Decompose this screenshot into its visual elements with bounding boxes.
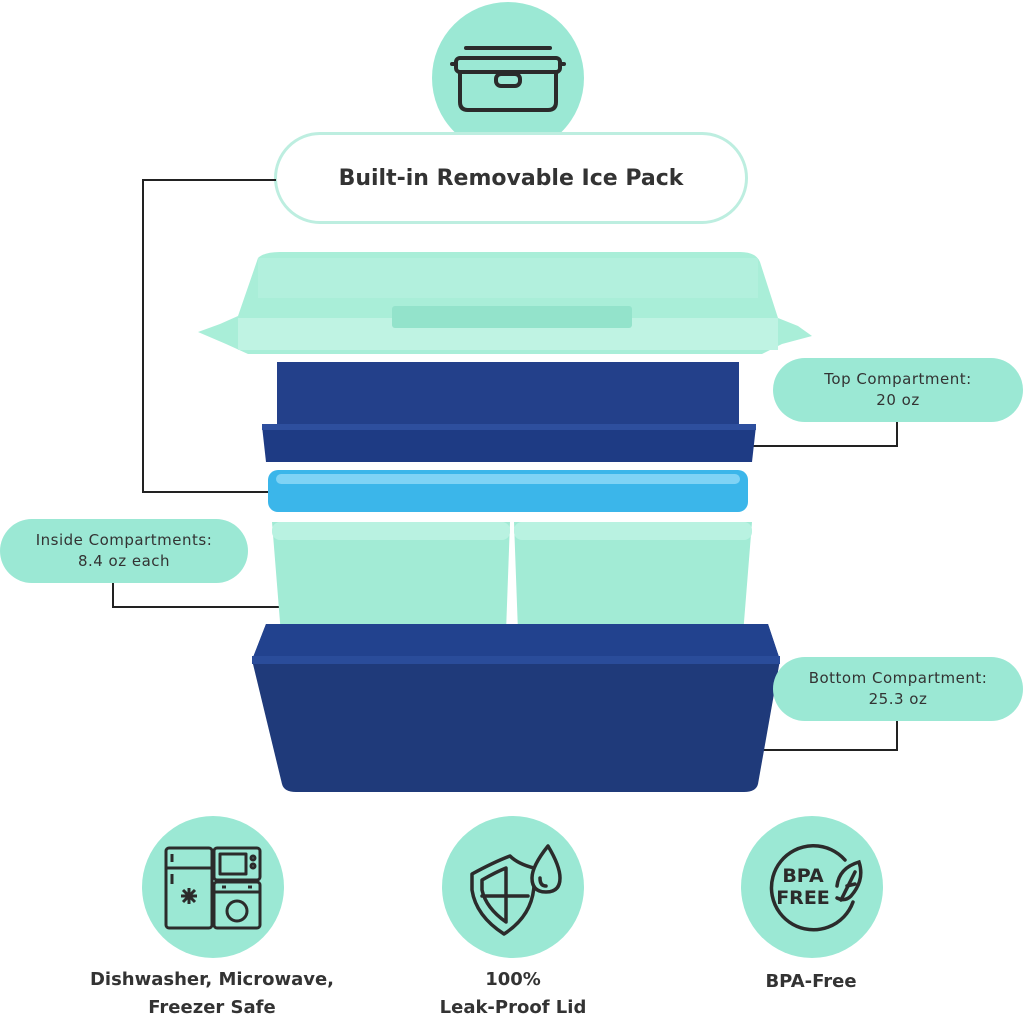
inside-compartments-title: Inside Compartments: [35, 531, 213, 549]
appliances-caption-line1: Dishwasher, Microwave, [89, 969, 335, 990]
bottom-compartment-title: Bottom Compartment: [808, 669, 988, 687]
ice-pack-headline: Built-in Removable Ice Pack [274, 132, 748, 224]
appliances-caption: Dishwasher, Microwave, Freezer Safe [62, 966, 362, 1022]
appliances-icon [164, 846, 262, 930]
appliances-caption-line2: Freezer Safe [148, 997, 276, 1018]
leak-proof-caption-line2: Leak-Proof Lid [439, 997, 587, 1018]
leak-proof-caption: 100% Leak-Proof Lid [383, 966, 643, 1022]
bpa-free-caption-line1: BPA-Free [765, 971, 857, 992]
lid [198, 252, 812, 354]
bpa-free-icon: BPA FREE [769, 844, 863, 932]
bpa-free-caption: BPA-Free [711, 968, 911, 996]
top-compartment-tray [262, 362, 756, 462]
appliances-badge [142, 816, 284, 958]
inside-compartments-capacity: 8.4 oz each [77, 552, 171, 570]
inside-compartments-callout: Inside Compartments: 8.4 oz each [0, 519, 248, 583]
bpa-free-badge: BPA FREE [741, 816, 883, 958]
shield-drop-icon [470, 844, 562, 936]
ice-pack-headline-text: Built-in Removable Ice Pack [338, 165, 684, 191]
top-compartment-title: Top Compartment: [824, 370, 972, 388]
ice-pack [268, 470, 748, 512]
bpa-badge-text-2: FREE [776, 887, 830, 909]
leak-proof-badge [442, 816, 584, 958]
bottom-compartment-callout: Bottom Compartment: 25.3 oz [773, 657, 1023, 721]
bottom-compartment-tray [252, 624, 780, 792]
lunchbox-icon [450, 46, 566, 112]
top-compartment-capacity: 20 oz [876, 391, 920, 409]
bpa-badge-text-1: BPA [782, 865, 824, 887]
inside-compartments [272, 522, 752, 632]
bottom-compartment-capacity: 25.3 oz [868, 690, 928, 708]
top-compartment-callout: Top Compartment: 20 oz [773, 358, 1023, 422]
top-feature-badge [432, 2, 584, 154]
leak-proof-caption-line1: 100% [485, 969, 541, 990]
